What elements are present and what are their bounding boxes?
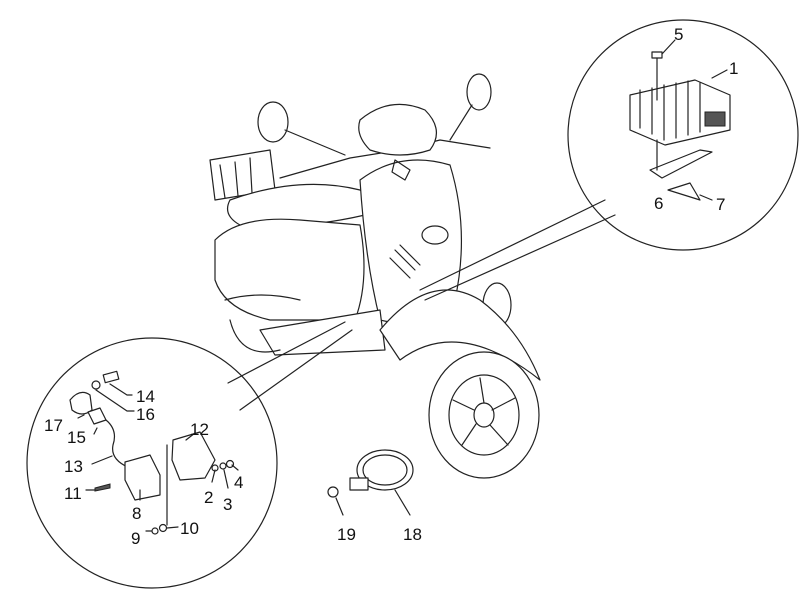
callout-9: 9 bbox=[131, 529, 140, 548]
callout-11: 11 bbox=[64, 484, 82, 503]
callout-15: 15 bbox=[67, 428, 86, 447]
detail-circle-connectors bbox=[26, 321, 353, 589]
callout-4: 4 bbox=[234, 473, 243, 492]
callout-18: 18 bbox=[403, 525, 422, 544]
callout-3: 3 bbox=[223, 495, 232, 514]
callout-7: 7 bbox=[716, 195, 725, 214]
callout-labels: 1 2 3 4 5 6 7 8 9 10 11 12 13 14 15 16 1… bbox=[44, 25, 738, 548]
callout-13: 13 bbox=[64, 457, 83, 476]
callout-10: 10 bbox=[180, 519, 199, 538]
callout-6: 6 bbox=[654, 194, 663, 213]
callout-12: 12 bbox=[190, 420, 209, 439]
callout-17: 17 bbox=[44, 416, 63, 435]
callout-2: 2 bbox=[204, 488, 213, 507]
detail-circle-regulator bbox=[419, 19, 799, 301]
callout-14: 14 bbox=[136, 387, 155, 406]
callout-8: 8 bbox=[132, 504, 141, 523]
callout-5: 5 bbox=[674, 25, 683, 44]
callout-16: 16 bbox=[136, 405, 155, 424]
clamp-and-nut bbox=[327, 449, 414, 516]
callout-19: 19 bbox=[337, 525, 356, 544]
callout-1: 1 bbox=[729, 59, 738, 78]
